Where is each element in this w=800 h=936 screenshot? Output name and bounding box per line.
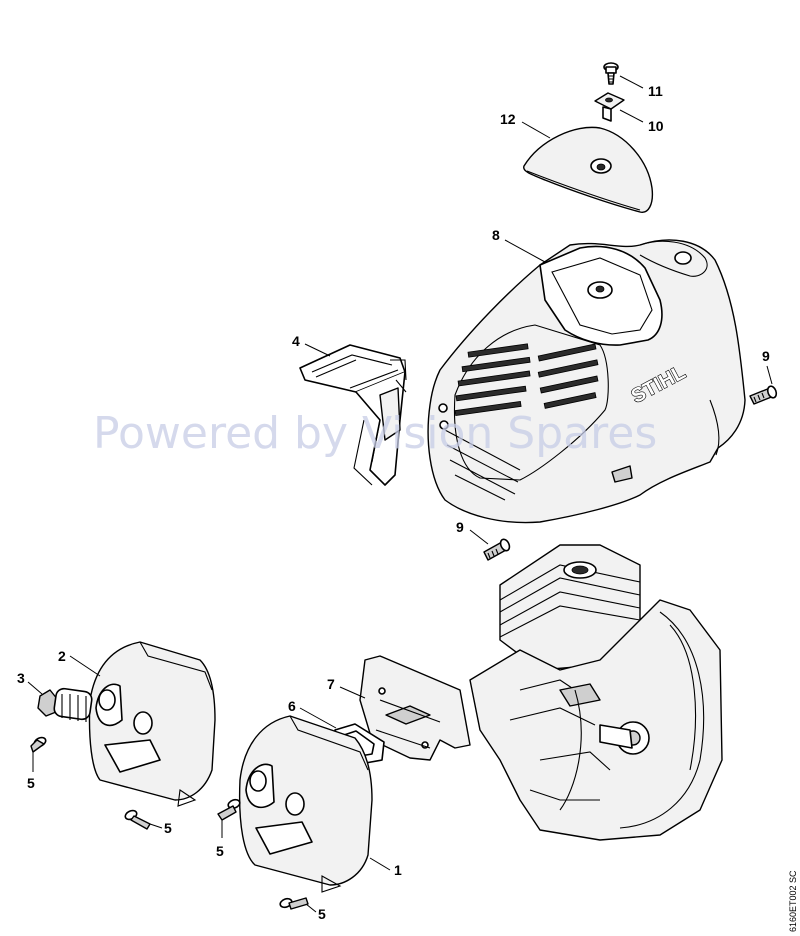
callout-11: 11 — [648, 83, 663, 99]
part-3-filter — [37, 687, 93, 722]
callout-1: 1 — [394, 862, 402, 878]
leader-lines — [27, 75, 773, 913]
watermark: Powered by Vision Spares — [93, 408, 657, 459]
part-5-screw-d — [279, 897, 309, 910]
callout-5-c: 5 — [216, 843, 224, 859]
engine-block — [469, 544, 723, 841]
part-5-screw-c — [217, 798, 241, 821]
callout-12: 12 — [500, 111, 516, 127]
callouts: 11 10 12 8 4 9 9 2 3 7 6 5 5 5 1 5 — [17, 83, 770, 922]
callout-8: 8 — [492, 227, 500, 243]
callout-6: 6 — [288, 698, 296, 714]
part-4-bracket — [299, 344, 407, 486]
callout-5-d: 5 — [318, 906, 326, 922]
callout-7: 7 — [327, 676, 335, 692]
callout-5-b: 5 — [164, 820, 172, 836]
part-5-screw-a — [30, 736, 47, 753]
part-8-shroud: STIHL — [427, 239, 746, 524]
callout-3: 3 — [17, 670, 25, 686]
part-5-screw-b — [124, 809, 151, 830]
callout-10: 10 — [648, 118, 664, 134]
callout-5-a: 5 — [27, 775, 35, 791]
callout-9-center: 9 — [456, 519, 464, 535]
part-9-screw-right — [749, 385, 778, 405]
drawing-reference: 6160ET002 SC — [788, 870, 798, 932]
callout-9-right: 9 — [762, 348, 770, 364]
part-2-muffler-left — [88, 641, 216, 807]
part-1-muffler-right — [238, 715, 373, 893]
callout-2: 2 — [58, 648, 66, 664]
part-10-nut-plate — [594, 92, 625, 122]
part-9-screw-center — [483, 538, 511, 561]
callout-4: 4 — [292, 333, 300, 349]
part-12-cover-cap — [523, 126, 654, 213]
part-7-plate — [359, 655, 471, 761]
part-11-screw — [603, 62, 619, 85]
